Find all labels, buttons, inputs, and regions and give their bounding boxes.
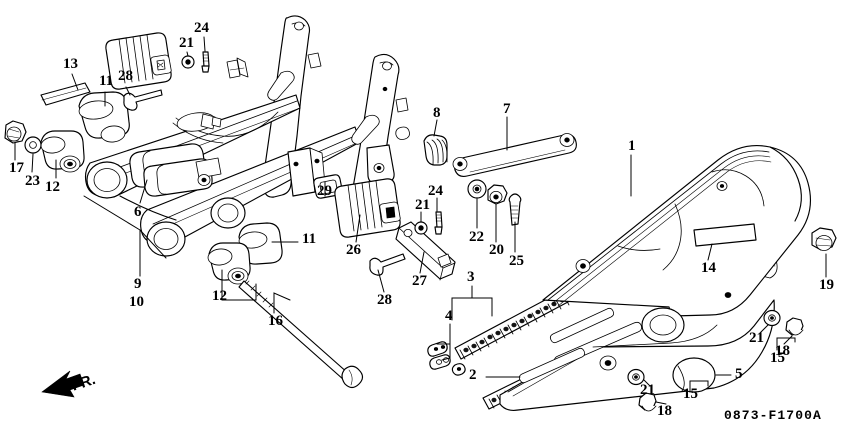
part-12-collar-left <box>40 130 85 173</box>
callout-12b: 12 <box>212 288 227 304</box>
callout-13: 13 <box>63 56 78 72</box>
front-arrow-icon <box>41 370 85 398</box>
part-1-chain-case <box>499 144 811 411</box>
part-5-rubber-cap <box>672 357 716 393</box>
part-28-bolt-top <box>123 89 163 111</box>
callout-24b: 24 <box>428 183 443 199</box>
callout-21d: 21 <box>640 382 655 398</box>
callout-12a: 12 <box>45 179 60 195</box>
callout-21c: 21 <box>749 330 764 346</box>
part-21-washer-mid <box>414 221 428 235</box>
callout-18a: 18 <box>775 343 790 359</box>
part-28-bolt-mid <box>369 253 406 276</box>
part-23-washer <box>24 136 42 154</box>
callout-24a: 24 <box>194 20 209 36</box>
part-8-spring <box>423 134 448 166</box>
part-12-collar-right <box>207 242 251 285</box>
callout-17: 17 <box>9 160 24 176</box>
part-20-nut <box>487 184 508 205</box>
callout-15a: 15 <box>770 350 785 366</box>
part-11-bushing-right <box>238 222 283 265</box>
callout-25: 25 <box>509 253 524 269</box>
pivot-eye-inner <box>146 221 186 257</box>
diagram-code: 0873-F1700A <box>724 408 822 423</box>
callout-10: 10 <box>129 294 144 310</box>
part-24-pin-mid <box>434 211 443 235</box>
callout-15b: 15 <box>683 386 698 402</box>
callout-16: 16 <box>268 313 283 329</box>
callout-9a: 9 <box>134 276 142 292</box>
pivot-eye-mid <box>210 197 246 229</box>
callout-1: 1 <box>628 138 636 154</box>
part-25-bolt <box>508 193 522 226</box>
callout-4: 4 <box>445 308 453 324</box>
callout-27: 27 <box>412 273 427 289</box>
callout-23: 23 <box>25 173 40 189</box>
pivot-eye-left <box>86 161 128 199</box>
part-7-torque-rod <box>452 133 577 177</box>
part-24-pin-top <box>201 51 210 73</box>
callout-28a: 28 <box>118 68 133 84</box>
pivot-barrel-6 <box>129 143 213 197</box>
callout-21b: 21 <box>415 197 430 213</box>
leader-lines <box>14 36 827 405</box>
callout-8: 8 <box>433 105 441 121</box>
rod-boss <box>176 112 222 132</box>
callout-7: 7 <box>503 101 511 117</box>
callout-11a: 11 <box>99 73 114 89</box>
callout-28b: 28 <box>377 292 392 308</box>
callout-5: 5 <box>735 366 743 382</box>
part-22-washer <box>467 179 487 199</box>
callout-22: 22 <box>469 229 484 245</box>
swingarm-assembly <box>84 15 410 257</box>
callout-21a: 21 <box>179 35 194 51</box>
callout-26: 26 <box>346 242 361 258</box>
part-16-rear-axle <box>238 280 364 389</box>
part-19-bolt <box>811 227 837 251</box>
part-11-bushing-upper <box>78 91 130 143</box>
part-21-18-bottom <box>627 368 657 412</box>
callout-11b: 11 <box>302 231 317 247</box>
callout-3: 3 <box>467 269 475 285</box>
part-26-adjuster-top <box>105 32 172 90</box>
part-21-18-right <box>763 309 804 336</box>
part-17-axle-nut <box>4 120 27 144</box>
callout-6: 6 <box>134 204 142 220</box>
part-27-tensioner-arm <box>395 221 456 281</box>
part-21-washer-top <box>181 55 195 69</box>
callout-18b: 18 <box>657 403 672 419</box>
part-26-adjuster <box>334 178 401 238</box>
callout-29: 29 <box>317 183 332 199</box>
callout-2: 2 <box>469 367 477 383</box>
callout-20: 20 <box>489 242 504 258</box>
callout-14: 14 <box>701 260 716 276</box>
callout-19: 19 <box>819 277 834 293</box>
